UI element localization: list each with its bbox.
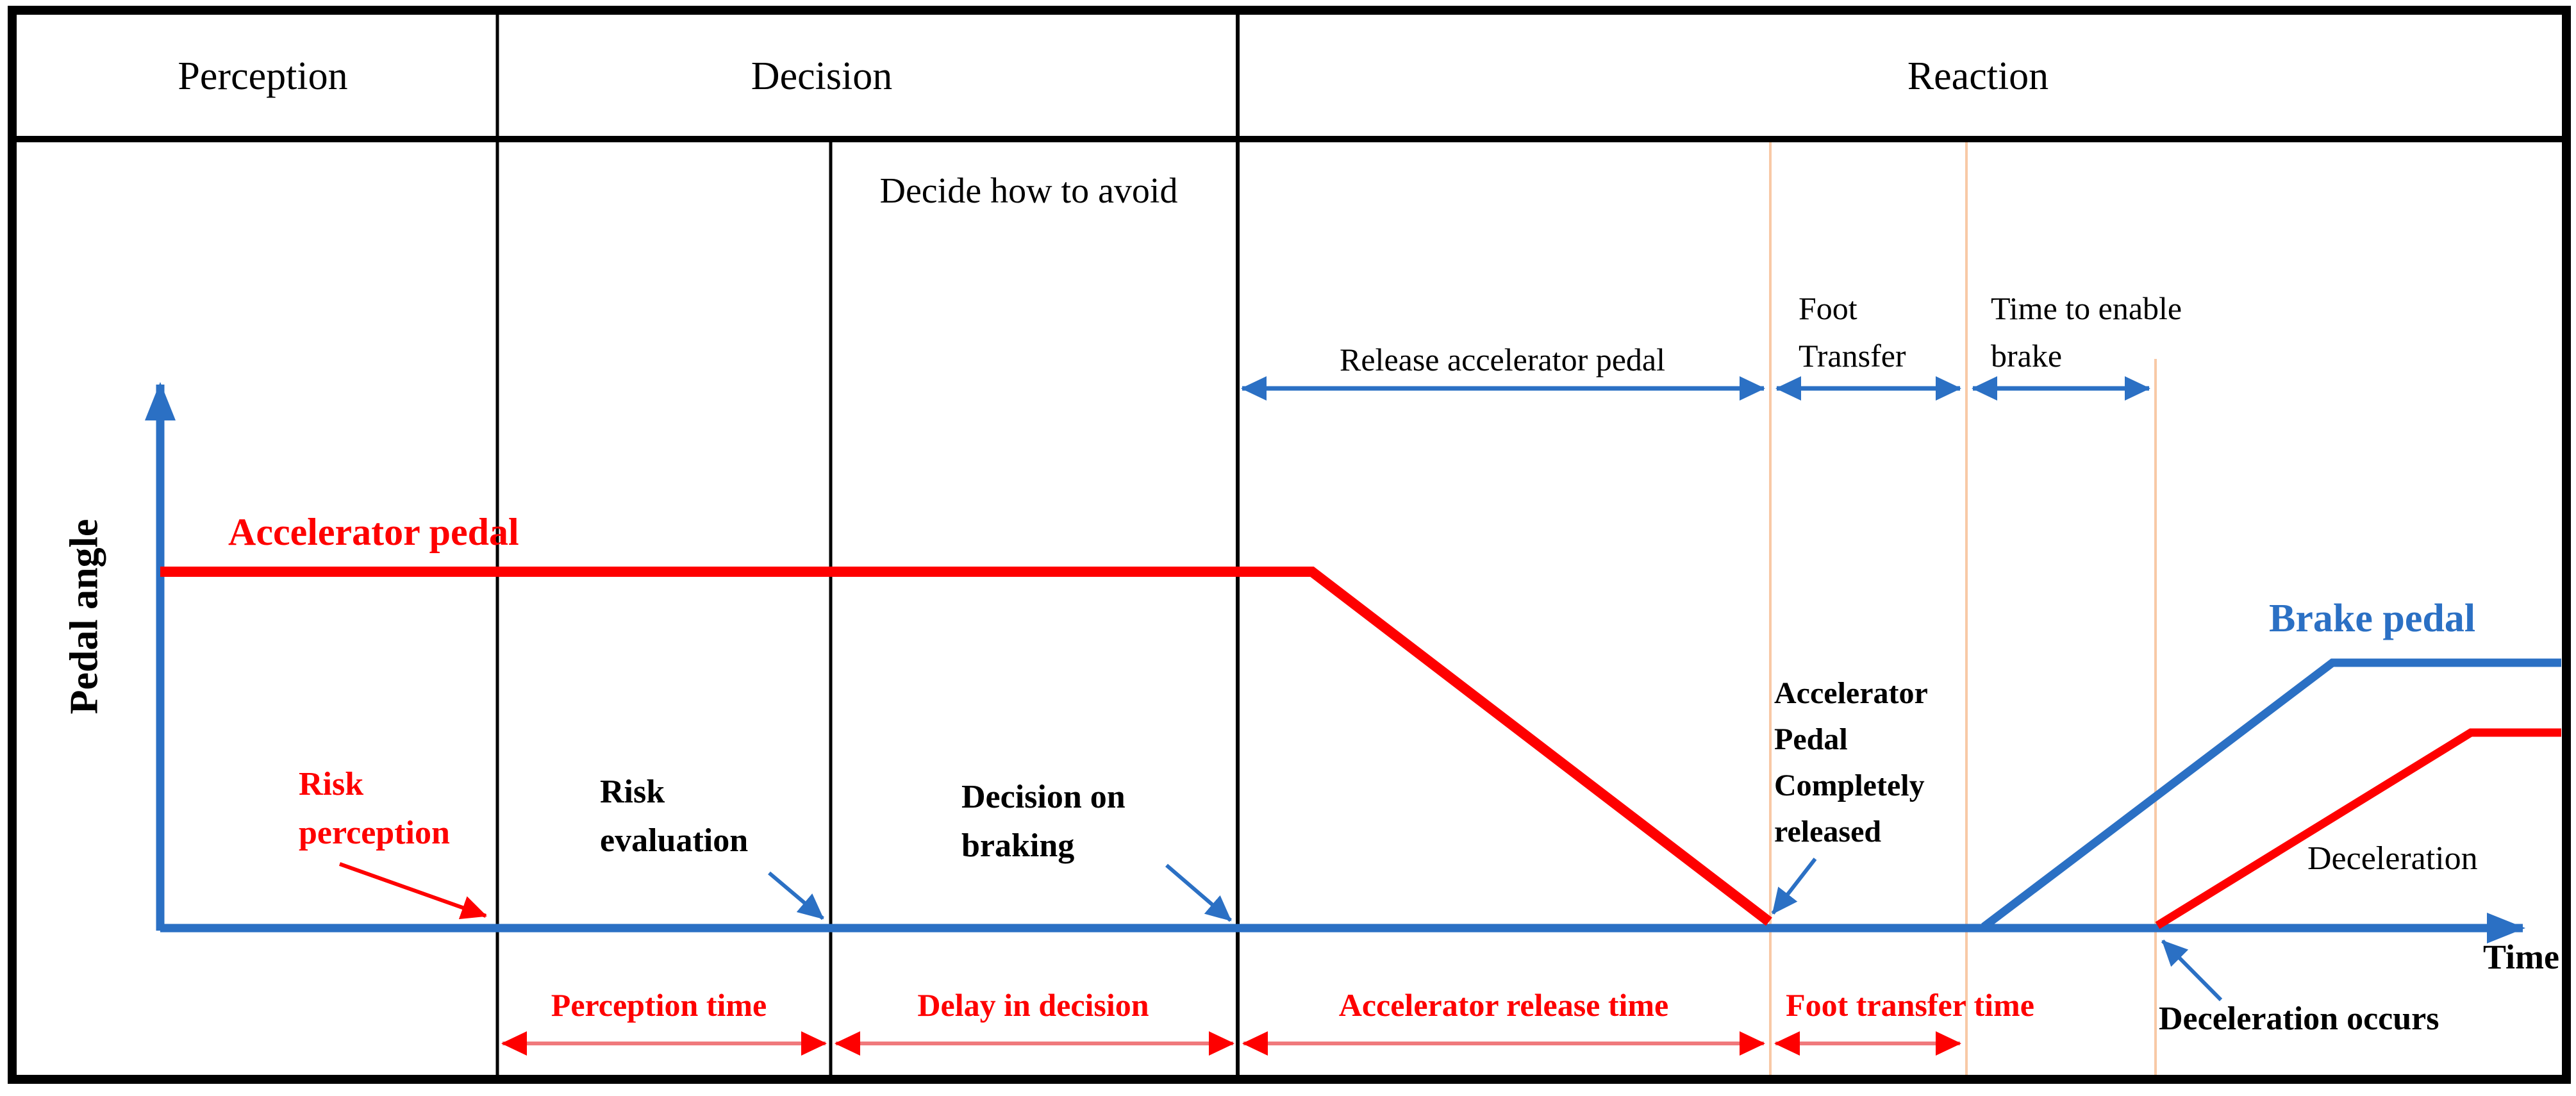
phase-header-perception: Perception: [178, 54, 348, 98]
accelerator-completely-released-label: Accelerator Pedal Completely released: [1774, 676, 1928, 849]
phase-header-reaction: Reaction: [1907, 54, 2049, 98]
phase-header-decision: Decision: [751, 54, 893, 98]
deceleration-line: [2155, 728, 2561, 929]
accelerator-pedal-label: Accelerator pedal: [228, 511, 519, 553]
accelerator-pedal-line: [160, 567, 1772, 926]
foot-transfer-time-label: Foot transfer time: [1786, 987, 2034, 1023]
decision-on-braking-label: Decision on braking: [961, 779, 1126, 864]
pedal-angle-axis-label: Pedal angle: [62, 519, 106, 715]
brake-pedal-line: [1981, 658, 2561, 931]
time-to-enable-brake-label: Time to enable brake: [1991, 290, 2182, 374]
outer-border: [8, 6, 2571, 1084]
deceleration-occurs-label: Deceleration occurs: [2159, 1001, 2439, 1037]
foot-transfer-label: Foot Transfer: [1799, 290, 1906, 374]
risk-evaluation-arrow: [768, 871, 824, 920]
risk-perception-arrow: [338, 862, 487, 920]
decision-on-braking-arrow: [1165, 863, 1232, 922]
accelerator-release-time-label: Accelerator release time: [1338, 987, 1669, 1023]
deceleration-occurs-arrow: [2161, 939, 2223, 1002]
release-accelerator-pedal-label: Release accelerator pedal: [1340, 342, 1665, 378]
deceleration-label: Deceleration: [2307, 840, 2478, 877]
accelerator-released-arrow: [1771, 858, 1817, 915]
time-axis-label: Time: [2483, 938, 2559, 976]
brake-pedal-label: Brake pedal: [2269, 597, 2476, 640]
delay-in-decision-label: Delay in decision: [917, 987, 1149, 1023]
perception-time-label: Perception time: [551, 987, 767, 1023]
risk-perception-label: Risk perception: [299, 766, 450, 851]
decide-how-to-avoid-note: Decide how to avoid: [879, 171, 1178, 211]
risk-evaluation-label: Risk evaluation: [600, 774, 749, 859]
